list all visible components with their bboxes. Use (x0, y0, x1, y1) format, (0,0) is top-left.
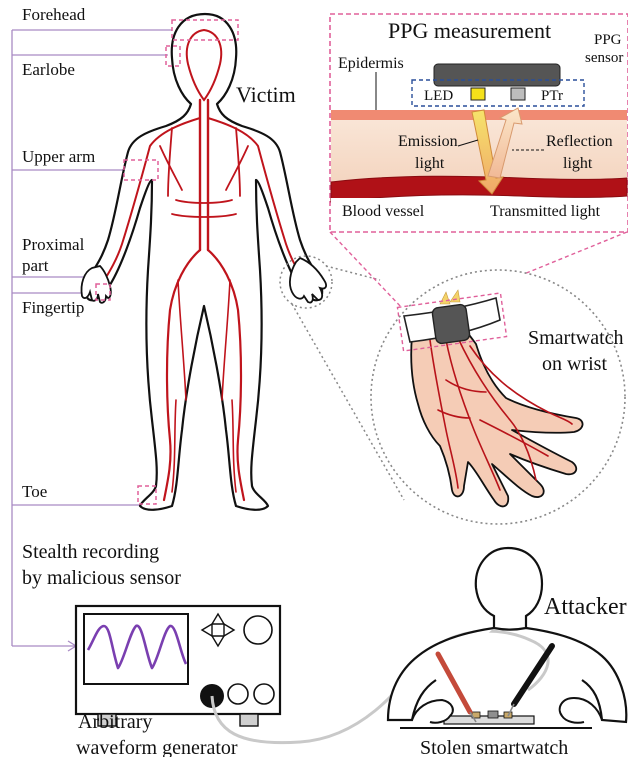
label-victim: Victim (236, 82, 296, 107)
attacker-right-hand (560, 698, 602, 723)
right-hand (290, 258, 326, 303)
label-stealth-1: Stealth recording (22, 541, 159, 563)
label-reflection-1: Reflection (546, 133, 613, 150)
label-arbitrary: Arbitrary (78, 711, 152, 733)
generator-button-2 (254, 684, 274, 704)
label-ppg-sensor-1: PPG (594, 32, 622, 48)
label-blood-vessel: Blood vessel (342, 203, 425, 220)
label-led: LED (424, 88, 453, 104)
waveform-generator (76, 606, 280, 726)
label-proximal-1: Proximal (22, 235, 85, 254)
label-attacker: Attacker (544, 594, 627, 620)
ppg-measurement-inset: PPG measurement PPG sensor Epidermis LED… (330, 14, 628, 232)
generator-foot-right (240, 714, 258, 726)
label-stealth-2: by malicious sensor (22, 567, 181, 589)
generator-screen (84, 614, 188, 684)
smartwatch-face (432, 304, 471, 344)
label-toe: Toe (22, 482, 47, 501)
inset-title: PPG measurement (388, 18, 551, 43)
label-upper-arm: Upper arm (22, 147, 95, 166)
label-ppg-sensor-2: sensor (585, 50, 623, 66)
label-reflection-2: light (563, 155, 593, 172)
label-waveform-generator: waveform generator (76, 737, 238, 757)
stolen-watch-chip-2 (488, 711, 498, 718)
label-earlobe: Earlobe (22, 60, 75, 79)
zoomed-hand: Smartwatch on wrist (371, 270, 625, 524)
label-proximal-2: part (22, 256, 49, 275)
label-fingertip: Fingertip (22, 298, 84, 317)
phototransistor-element (511, 88, 525, 100)
label-stolen-smartwatch: Stolen smartwatch (420, 737, 568, 757)
label-transmitted: Transmitted light (490, 203, 601, 220)
led-element (471, 88, 485, 100)
label-emission-1: Emission (398, 133, 458, 150)
probe-black (514, 646, 552, 704)
label-ptr: PTr (541, 88, 563, 104)
label-smartwatch-2: on wrist (542, 353, 607, 375)
generator-button-1 (228, 684, 248, 704)
attacker: Attacker Stolen smartwatch (388, 548, 627, 757)
attacker-head (476, 548, 542, 630)
generator-knob-large (244, 616, 272, 644)
ppg-sensor-body (434, 64, 560, 86)
label-emission-2: light (415, 155, 445, 172)
label-forehead: Forehead (22, 5, 86, 24)
label-epidermis: Epidermis (338, 55, 404, 72)
zoom-line-top (326, 266, 380, 280)
label-smartwatch-1: Smartwatch (528, 327, 624, 349)
